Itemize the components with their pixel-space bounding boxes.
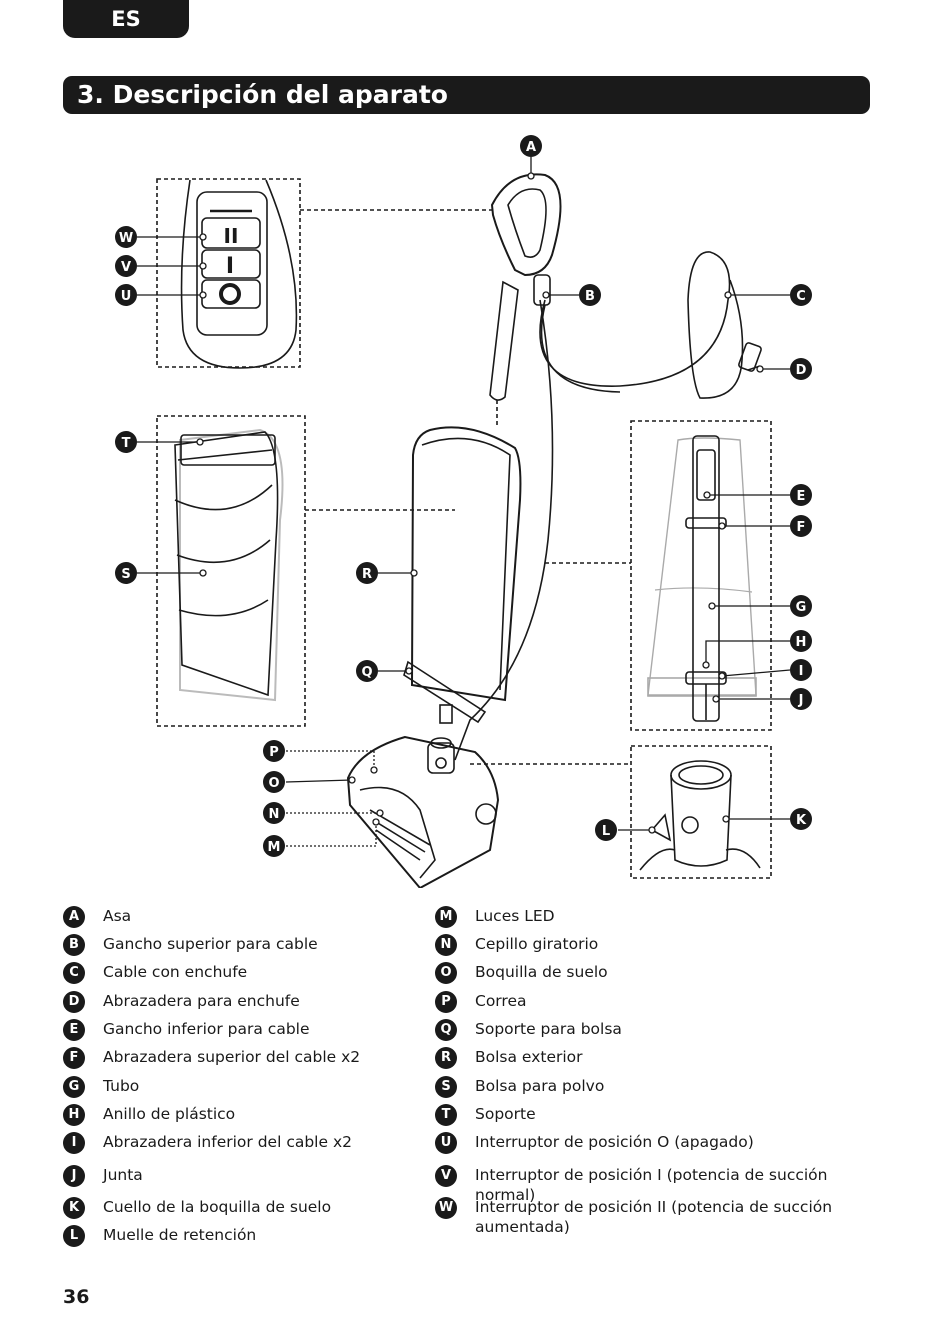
svg-text:M: M bbox=[268, 840, 281, 855]
svg-text:H: H bbox=[796, 635, 807, 650]
callout-s: S bbox=[115, 562, 137, 584]
svg-text:W: W bbox=[119, 231, 133, 246]
svg-text:R: R bbox=[362, 567, 372, 582]
switch-symbol-two: II bbox=[224, 224, 239, 248]
callout-q: Q bbox=[356, 660, 378, 682]
svg-text:V: V bbox=[121, 260, 131, 275]
callout-c: C bbox=[790, 284, 812, 306]
callout-v: V bbox=[115, 255, 137, 277]
callout-e: E bbox=[790, 484, 812, 506]
callout-d: D bbox=[790, 358, 812, 380]
language-tab: ES bbox=[63, 0, 189, 38]
vacuum-diagram: A B C D E F G H I J K L M N O P Q R S T … bbox=[115, 135, 812, 888]
svg-text:B: B bbox=[585, 289, 595, 304]
switch-symbols: II I bbox=[224, 224, 239, 279]
callout-b: B bbox=[579, 284, 601, 306]
callout-h: H bbox=[790, 630, 812, 652]
page-number: 36 bbox=[63, 1286, 90, 1308]
svg-text:T: T bbox=[122, 436, 131, 451]
svg-text:E: E bbox=[797, 489, 806, 504]
svg-text:U: U bbox=[121, 289, 132, 304]
callout-f: F bbox=[790, 515, 812, 537]
svg-text:L: L bbox=[602, 824, 610, 839]
callout-n: N bbox=[263, 802, 285, 824]
callout-u: U bbox=[115, 284, 137, 306]
svg-text:J: J bbox=[798, 693, 804, 708]
section-header: 3. Descripción del aparato bbox=[63, 76, 870, 114]
callout-l: L bbox=[595, 819, 617, 841]
callout-j: J bbox=[790, 688, 812, 710]
svg-text:S: S bbox=[121, 567, 130, 582]
callout-i: I bbox=[790, 659, 812, 681]
svg-text:P: P bbox=[269, 745, 279, 760]
svg-text:K: K bbox=[796, 813, 807, 828]
callout-g: G bbox=[790, 595, 812, 617]
section-title: 3. Descripción del aparato bbox=[77, 80, 448, 109]
svg-text:F: F bbox=[797, 520, 806, 535]
svg-text:I: I bbox=[799, 664, 804, 679]
detail-box-neck bbox=[630, 745, 772, 879]
callout-r: R bbox=[356, 562, 378, 584]
callout-t: T bbox=[115, 431, 137, 453]
svg-text:N: N bbox=[269, 807, 280, 822]
detail-box-dustbag bbox=[156, 415, 306, 727]
callout-m: M bbox=[263, 835, 285, 857]
svg-text:A: A bbox=[526, 140, 536, 155]
svg-text:D: D bbox=[796, 363, 807, 378]
callout-k: K bbox=[790, 808, 812, 830]
detail-box-tube bbox=[630, 420, 772, 731]
svg-text:C: C bbox=[796, 289, 806, 304]
callout-p: P bbox=[263, 740, 285, 762]
switch-symbol-one: I bbox=[226, 254, 234, 279]
svg-text:O: O bbox=[268, 776, 279, 791]
svg-text:G: G bbox=[796, 600, 807, 615]
callout-w: W bbox=[115, 226, 137, 248]
callout-a: A bbox=[520, 135, 542, 157]
diagram-callouts: A B C D E F G H I J K L M N O P Q R S T … bbox=[115, 135, 812, 857]
svg-text:Q: Q bbox=[361, 665, 372, 680]
callout-o: O bbox=[263, 771, 285, 793]
